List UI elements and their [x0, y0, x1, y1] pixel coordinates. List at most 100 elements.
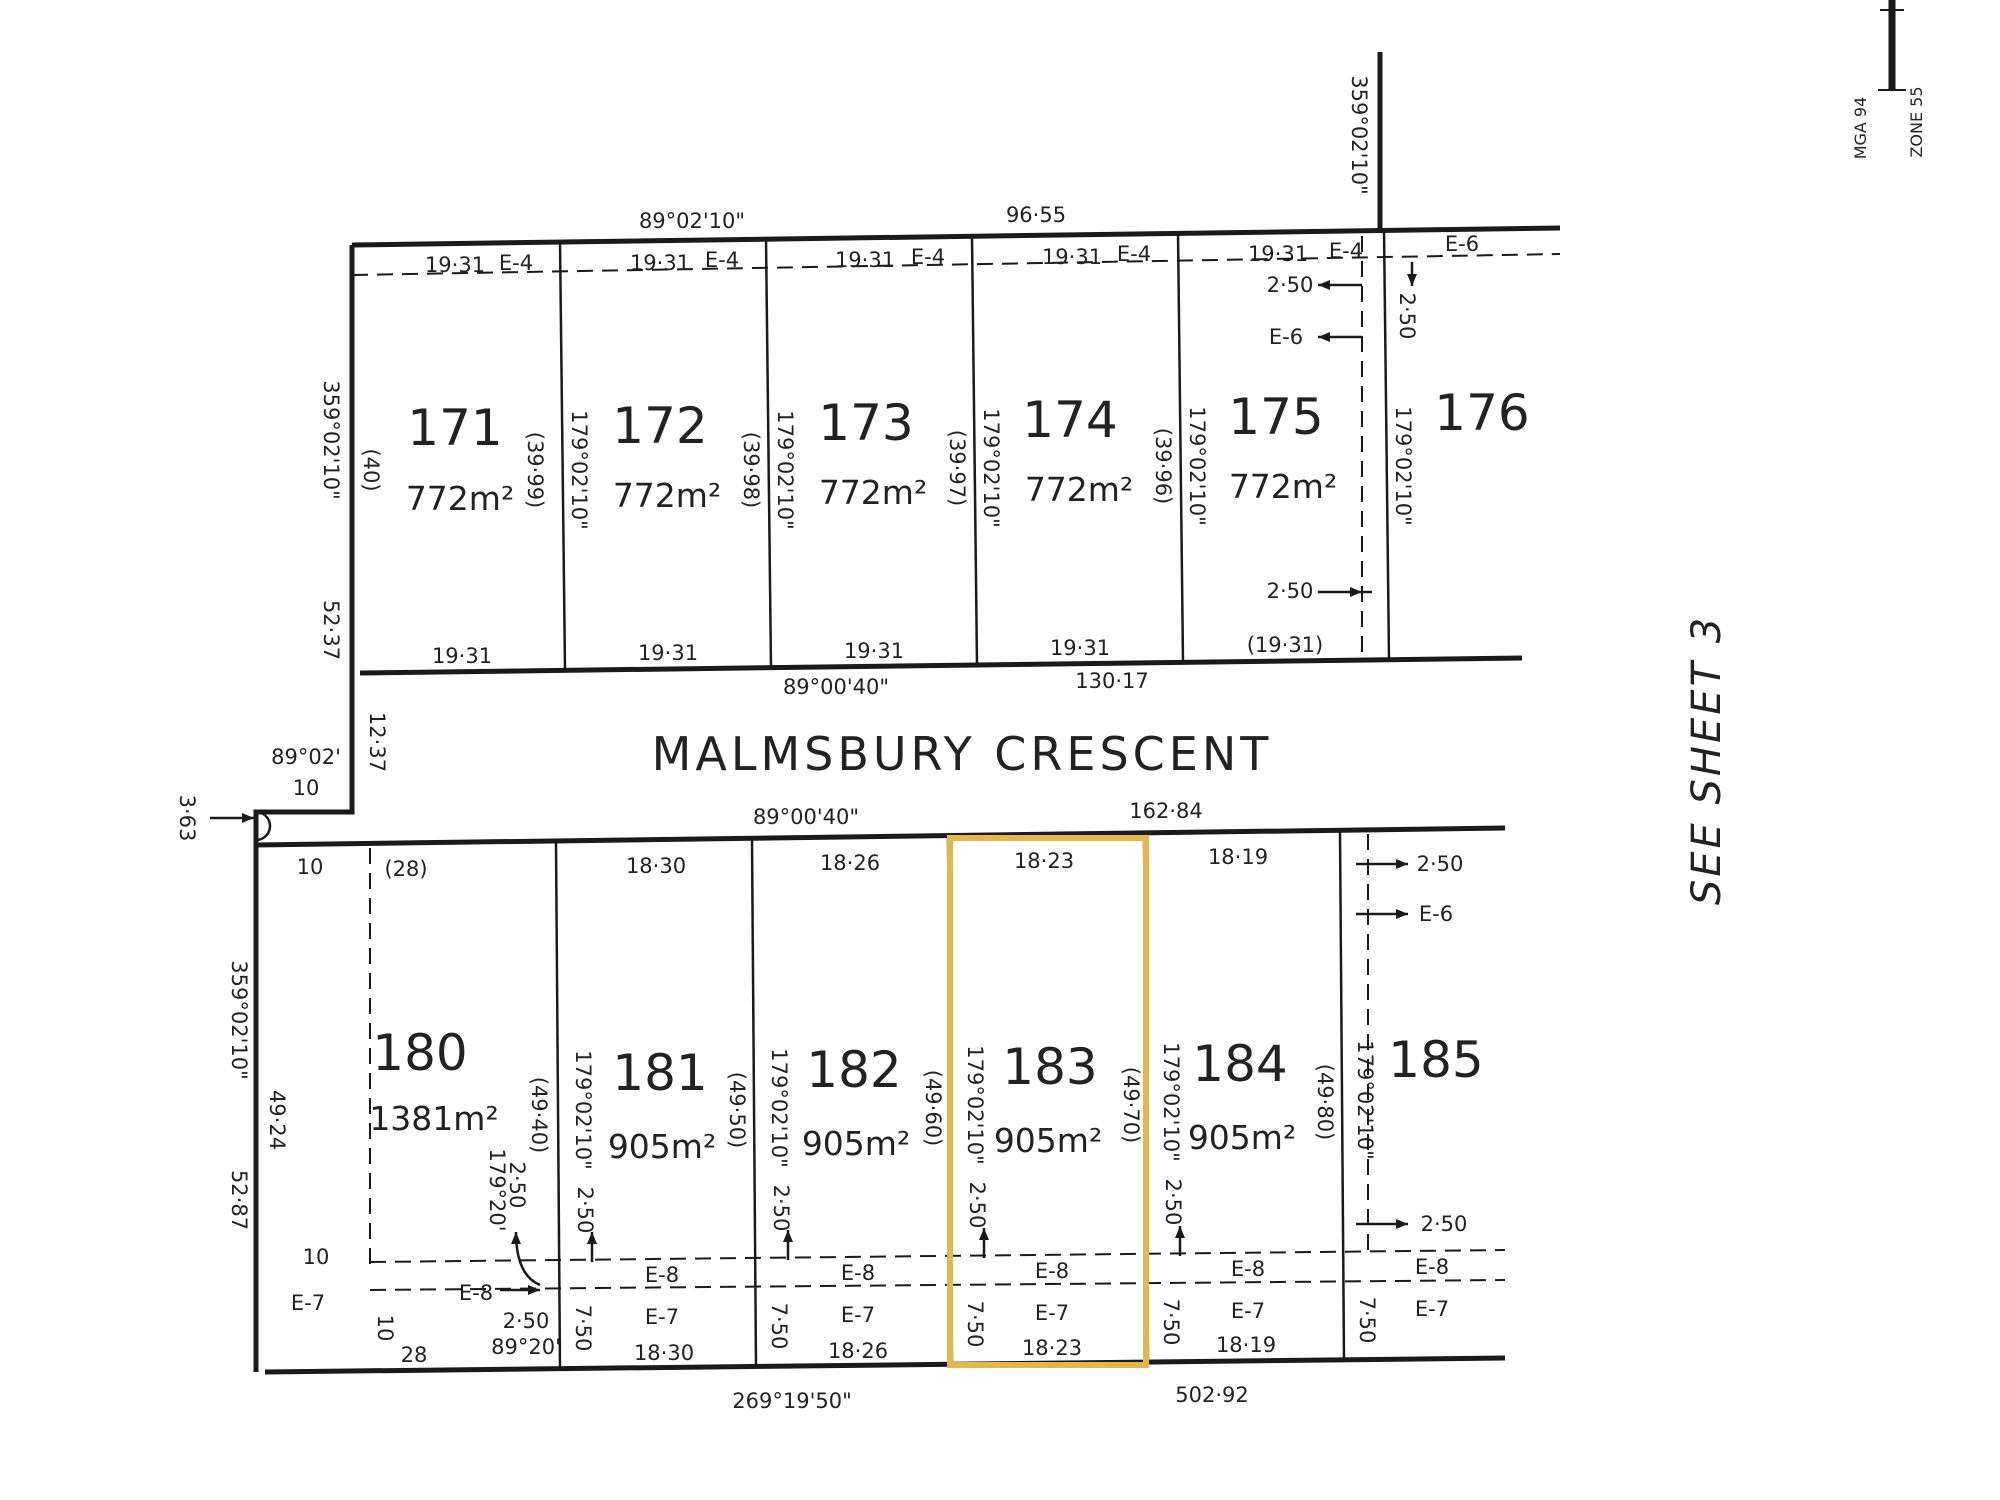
arrow-icon [783, 1230, 793, 1242]
svg-text:7·50: 7·50 [1355, 1297, 1379, 1344]
bottom-boundary [264, 1355, 1506, 1375]
corner-bearing: 89°02' [271, 745, 341, 769]
lot-number: 185 [1388, 1031, 1483, 1089]
arrow-icon [511, 1232, 521, 1244]
svg-text:2·50: 2·50 [1267, 579, 1314, 603]
svg-text:E-6: E-6 [1269, 325, 1303, 349]
lot-rear-easement: E-6 [1445, 232, 1479, 256]
lot-frontage: 19·31 [432, 644, 492, 668]
svg-text:E-7: E-7 [1035, 1301, 1069, 1325]
bottom-west-length: 52·87 [227, 1170, 251, 1230]
svg-text:E-8: E-8 [841, 1261, 875, 1285]
svg-text:7·50: 7·50 [1159, 1299, 1183, 1346]
arrow-icon [587, 1232, 597, 1244]
lot-area: 905m² [994, 1121, 1102, 1160]
svg-text:E-7: E-7 [841, 1303, 875, 1327]
street-north-bearing: 89°00'40" [783, 675, 889, 699]
lot-number: 180 [372, 1024, 467, 1082]
lot-number: 176 [1434, 384, 1529, 442]
lot-number: 183 [1002, 1038, 1097, 1096]
lot-area: 772m² [1229, 467, 1337, 506]
lot-rear-length: 18·23 [1022, 1336, 1082, 1360]
west-offset-label: 10 [373, 1315, 397, 1342]
lot-area: 772m² [1025, 470, 1133, 509]
west-offset-label: 10 [297, 855, 324, 879]
lot-number: 184 [1192, 1035, 1287, 1093]
lot-frontage: 19·31 [638, 641, 698, 665]
lot-frontage: 19·31 [844, 639, 904, 663]
svg-text:E-6: E-6 [1419, 902, 1453, 926]
svg-text:2·50: 2·50 [505, 1162, 529, 1209]
north-datum: MGA 94 [1851, 97, 1870, 160]
street-width: 12·37 [365, 712, 389, 772]
lot-number: 175 [1228, 388, 1323, 446]
arrow-icon [1175, 1226, 1185, 1238]
bottom-west-bearing: 359°02'10" [227, 960, 251, 1079]
lot-rear-length: 18·30 [634, 1341, 694, 1365]
street-north-boundary [359, 655, 1523, 676]
north-arrow: MGA 94 ZONE 55 [1851, 0, 1926, 159]
svg-text:7·50: 7·50 [571, 1305, 595, 1352]
lot-side-length: (39·97) [945, 430, 969, 507]
lot180-bearing: 179°20' [485, 1148, 509, 1231]
lot-side-length: (49·80) [1313, 1064, 1337, 1141]
bottom-easement-line-lower [369, 1279, 1506, 1291]
arrow-icon [1350, 587, 1362, 597]
arrow-icon [1396, 859, 1408, 869]
lot-side-bearing: 179°02'10" [1353, 1040, 1377, 1159]
lot-side-bearing: 179°02'10" [979, 408, 1003, 527]
lot-side-bearing: 179°02'10" [767, 1048, 791, 1167]
bottom-west-inner: 49·24 [265, 1090, 289, 1150]
svg-text:E-8: E-8 [459, 1281, 493, 1305]
lot-side-length: (39·96) [1151, 428, 1175, 505]
svg-text:2·50: 2·50 [769, 1185, 793, 1232]
arc-icon [255, 810, 272, 842]
arrow-icon [1396, 909, 1408, 919]
lot-frontage: 18·30 [626, 854, 686, 878]
lot-number: 182 [806, 1041, 901, 1099]
lot-area: 905m² [802, 1124, 910, 1163]
svg-text:2·50: 2·50 [573, 1187, 597, 1234]
arrow-icon [1407, 274, 1417, 286]
lot-side-length: (39·99) [523, 432, 547, 509]
lot-rear-length: 18·19 [1216, 1333, 1276, 1357]
street-north-length: 130·17 [1075, 669, 1148, 693]
lot-side-length: (49·50) [725, 1072, 749, 1149]
offset-length: 3·63 [175, 795, 199, 842]
bottom-easement-line-upper [369, 1249, 1506, 1263]
arrow-icon [1318, 280, 1330, 290]
street: 89°00'40" 130·17 MALMSBURY CRESCENT 12·3… [175, 669, 1268, 842]
lot-rear-easement: E-4 [911, 245, 945, 269]
arrow-icon [528, 1285, 540, 1295]
lot-frontage: 18·26 [820, 851, 880, 875]
lot-number: 174 [1022, 391, 1117, 449]
lot-side-bearing: 179°02'10" [773, 410, 797, 529]
lot175-easement-marks: 2·50 E-6 2·50 2·50 [1267, 262, 1419, 603]
north-zone: ZONE 55 [1907, 86, 1926, 157]
lot-side-bearing: 179°02'10" [1159, 1042, 1183, 1161]
svg-text:E-7: E-7 [1415, 1297, 1449, 1321]
east-boundary-bearing: 359°02'10" [1347, 75, 1371, 194]
arrow-icon [242, 813, 254, 823]
lot180-bearing2: 89°20' [491, 1335, 561, 1359]
arrow-icon [1396, 1219, 1408, 1229]
lot-frontage: 18·19 [1208, 845, 1268, 869]
top-easement-line [351, 253, 1561, 276]
top-boundary [351, 225, 1561, 248]
svg-text:7·50: 7·50 [767, 1303, 791, 1350]
lot-area: 772m² [819, 473, 927, 512]
lot-side-bearing: 179°02'10" [963, 1045, 987, 1164]
lot-frontage: (28) [384, 857, 427, 881]
lot-rear-easement: E-4 [705, 248, 739, 272]
highlight-lot-183 [947, 835, 1149, 1368]
lot-side-bearing: 179°02'10" [1391, 406, 1415, 525]
street-south-boundary [255, 825, 1506, 848]
lot-area: 1381m² [369, 1099, 498, 1138]
lot-frontage: (19·31) [1247, 633, 1324, 657]
lot-frontage: 18·23 [1014, 849, 1074, 873]
lot-area: 905m² [1188, 1118, 1296, 1157]
svg-text:E-8: E-8 [1035, 1259, 1069, 1283]
top-boundary-length: 96·55 [1006, 203, 1066, 227]
lot-area: 905m² [608, 1127, 716, 1166]
west-boundary-bearing: 359°02'10" [319, 380, 343, 499]
